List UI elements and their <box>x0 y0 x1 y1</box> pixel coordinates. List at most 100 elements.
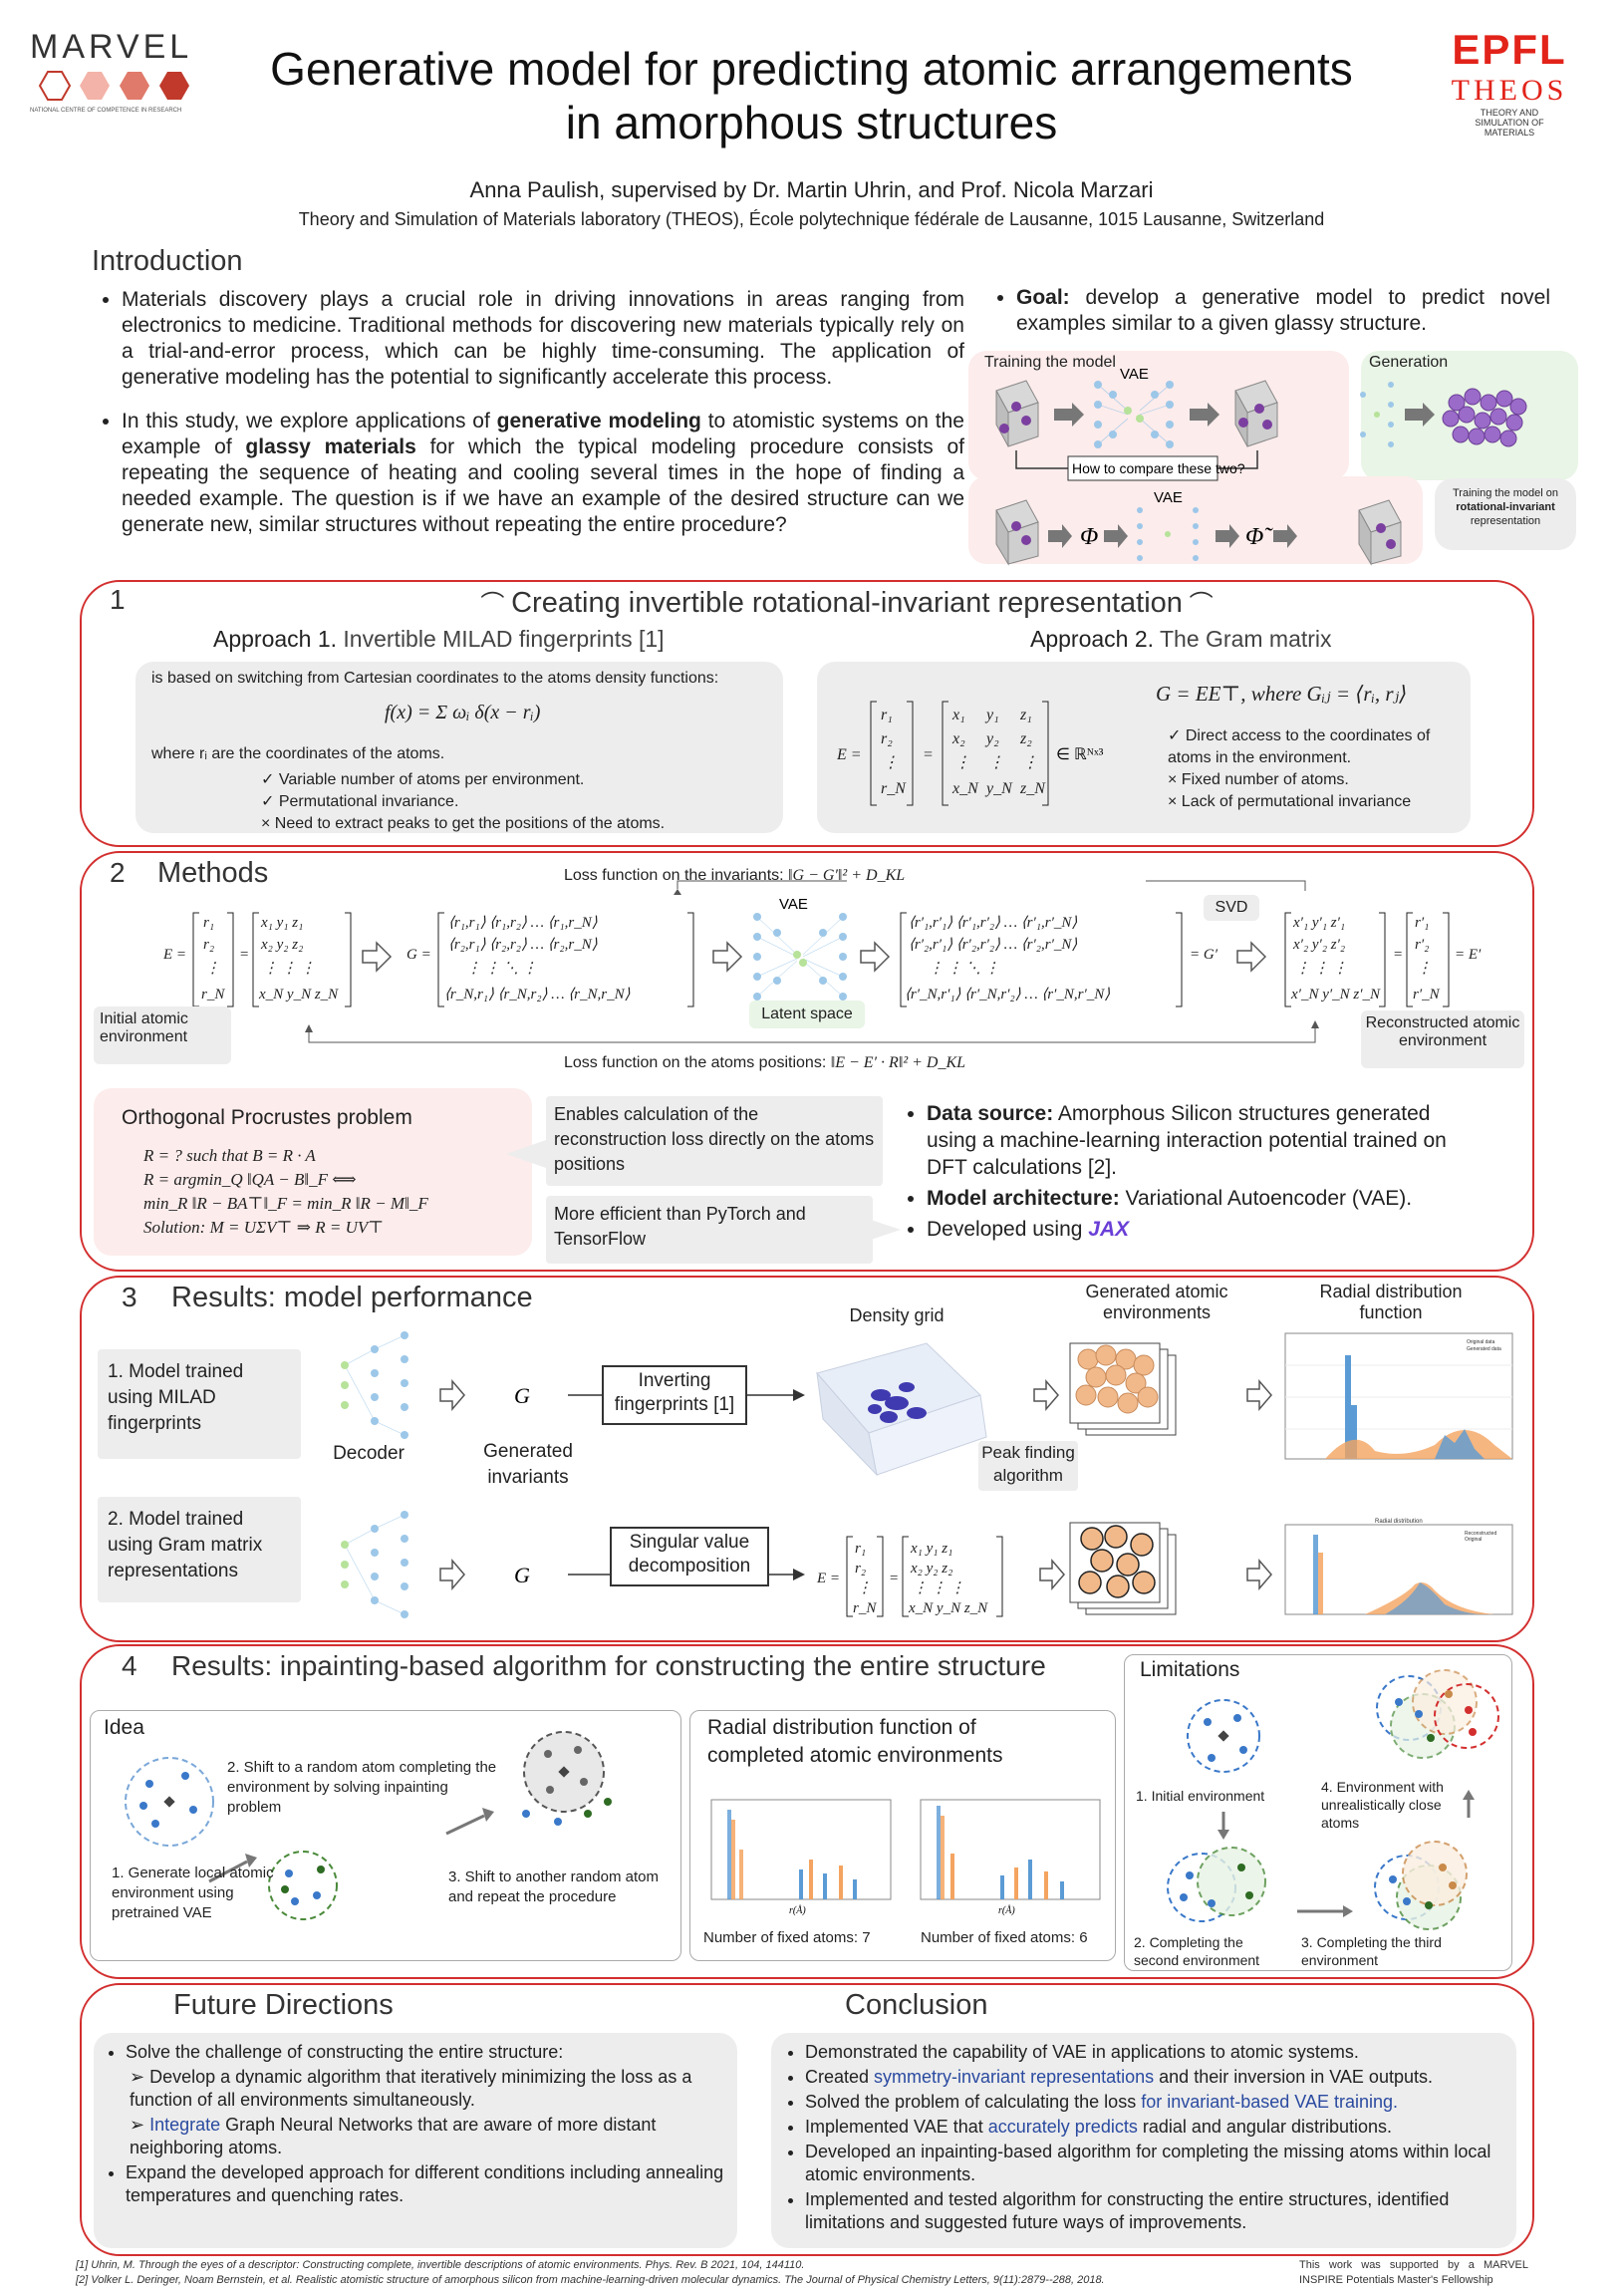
rdf-completed-plots: r(Å) r(Å) <box>710 1799 1101 1916</box>
reconstructed-env-label: Reconstructed atomic environment <box>1361 1010 1524 1068</box>
svg-text:x′₂ y′₂ z′₂: x′₂ y′₂ z′₂ <box>1292 937 1345 953</box>
svg-text:Radial distribution: Radial distribution <box>1375 1519 1423 1525</box>
section-2 <box>80 851 1534 1272</box>
svg-text:⋮: ⋮ <box>988 754 1004 771</box>
svg-text:E =: E = <box>162 947 186 963</box>
svg-text:⋮ ⋮ ⋱: ⋮ ⋮ ⋱ ⋮ <box>929 961 999 977</box>
limitations-panel <box>1124 1654 1512 1971</box>
svg-text:x₂ y₂ z₂: x₂ y₂ z₂ <box>260 937 303 953</box>
idea-step-1: 1. Generate local atomic environment usi… <box>112 1865 274 1921</box>
svd-box: Singular value decomposition <box>610 1527 769 1586</box>
svg-text:r(Å): r(Å) <box>789 1904 806 1916</box>
svg-text:r_N: r_N <box>201 987 225 1003</box>
approach-1-where: where rᵢ are the coordinates of the atom… <box>151 745 445 762</box>
structure-cube-icon <box>995 380 1039 447</box>
idea-diagram <box>125 1731 612 1920</box>
limitation-step-2: 2. Completing the second environment <box>1134 1934 1260 1968</box>
svg-text:x₂ y₂ z₂: x₂ y₂ z₂ <box>910 1561 952 1577</box>
intro-text: Materials discovery plays a crucial role… <box>88 287 964 556</box>
svg-text:r′₁: r′₁ <box>1415 915 1429 931</box>
decoder-label-1: Decoder <box>333 1443 405 1464</box>
svg-text:∈ ℝᴺˣ³: ∈ ℝᴺˣ³ <box>1056 746 1104 763</box>
svg-text:E =: E = <box>837 746 862 763</box>
svg-text:=: = <box>239 947 249 963</box>
svg-text:⟨r_N,r₁⟩ ⟨r_N,r₂⟩ … ⟨r_N,r_N⟩: ⟨r_N,r₁⟩ ⟨r_N,r₂⟩ … ⟨r_N,r_N⟩ <box>444 987 631 1003</box>
procrustes-title: Orthogonal Procrustes problem <box>122 1106 412 1129</box>
procrustes-box <box>94 1088 532 1256</box>
svg-text:=: = <box>1393 947 1403 963</box>
note-efficiency: More efficient than PyTorch and TensorFl… <box>546 1196 873 1264</box>
limitation-step-1: 1. Initial environment <box>1136 1788 1265 1804</box>
section-4 <box>80 1644 1534 1979</box>
svg-text:r_N: r_N <box>853 1600 877 1616</box>
references: [1] Uhrin, M. Through the eyes of a desc… <box>76 2259 1105 2286</box>
svg-text:⋮: ⋮ <box>857 1580 872 1596</box>
svg-text:r₁: r₁ <box>203 915 214 931</box>
svg-text:⋮ ⋮ ⋮: ⋮ ⋮ ⋮ <box>1295 961 1348 977</box>
generated-cluster-icon <box>1442 388 1527 447</box>
vae-label-1: VAE <box>1120 366 1149 383</box>
epfl-logo: EPFL THEOS THEORY AND SIMULATION OF MATE… <box>1451 26 1568 138</box>
support-note: This work was supported by a MARVEL INSP… <box>1299 2259 1528 2286</box>
loss-positions: Loss function on the atoms positions: ‖E… <box>564 1054 966 1071</box>
svg-text:⋮ ⋮ ⋮: ⋮ ⋮ ⋮ <box>913 1580 965 1596</box>
future-directions-box <box>94 2033 737 2248</box>
svg-text:r₁: r₁ <box>855 1541 866 1557</box>
generated-invariants-label: Generated invariants <box>483 1441 573 1488</box>
svg-text:Original: Original <box>1465 1537 1482 1543</box>
initial-env-label: Initial atomic environment <box>94 1006 231 1064</box>
section-2-number: 2 <box>110 857 126 888</box>
svg-text:⟨r′_N,r′₁⟩ ⟨r′_N,r′₂⟩ … ⟨r′_N,: ⟨r′_N,r′₁⟩ ⟨r′_N,r′₂⟩ … ⟨r′_N,r′_N⟩ <box>905 987 1110 1003</box>
methods-info: Data source: Amorphous Silicon structure… <box>903 1100 1481 1247</box>
svg-text:z_N: z_N <box>1019 780 1046 797</box>
idea-title: Idea <box>104 1716 144 1739</box>
svg-text:r₂: r₂ <box>855 1561 866 1577</box>
phi-symbol: Φ <box>1080 524 1098 550</box>
density-grid-plot <box>816 1342 987 1477</box>
callout-arrow-2 <box>865 1218 901 1242</box>
svg-text:= E′: = E′ <box>1455 947 1482 963</box>
svg-text:y₂: y₂ <box>984 730 999 747</box>
svg-text:⋮: ⋮ <box>883 754 899 771</box>
svg-text:⟨r₂,r₁⟩ ⟨r₂,r₂⟩ … ⟨r₂,r_N⟩: ⟨r₂,r₁⟩ ⟨r₂,r₂⟩ … ⟨r₂,r_N⟩ <box>448 937 598 953</box>
phi-panel <box>968 476 1423 564</box>
latent-space-label: Latent space <box>749 1001 865 1028</box>
idea-panel <box>90 1710 681 1961</box>
svg-text:⋮: ⋮ <box>954 754 970 771</box>
structure-cube-icon <box>1358 499 1402 566</box>
svg-text:x₁ y₁ z₁: x₁ y₁ z₁ <box>260 915 303 931</box>
loss-invariants: Loss function on the invariants: ‖G − G′… <box>564 867 906 884</box>
svg-text:x₂: x₂ <box>951 730 965 747</box>
approach-1-list: ✓ Variable number of atoms per environme… <box>261 771 666 832</box>
section-5 <box>80 1983 1534 2256</box>
limitation-step-4: 4. Environment with unrealistically clos… <box>1321 1779 1444 1831</box>
vae-network-icon <box>1097 384 1171 445</box>
note-reconstruction-loss: Enables calculation of the reconstructio… <box>546 1096 883 1186</box>
approach-1-desc: is based on switching from Cartesian coo… <box>151 670 719 687</box>
svg-text:x₁ y₁ z₁: x₁ y₁ z₁ <box>910 1541 952 1557</box>
goal-text: Goal: develop a generative model to pred… <box>992 285 1550 355</box>
rdf-label: Radial distribution function <box>1319 1282 1463 1322</box>
approach-1-heading: Approach 1. Invertible MILAD fingerprint… <box>213 626 665 652</box>
section-3 <box>80 1276 1534 1642</box>
training-label: Training the model <box>984 354 1116 371</box>
density-grid-label: Density grid <box>849 1305 945 1325</box>
section-4-number: 4 <box>122 1650 137 1681</box>
svg-text:⋮: ⋮ <box>1417 961 1432 977</box>
svg-text:z₁: z₁ <box>1019 707 1032 723</box>
svg-text:y_N: y_N <box>984 780 1013 797</box>
approach-2-box <box>817 662 1471 833</box>
svg-text:x_N: x_N <box>951 780 979 797</box>
approach-1-box <box>135 662 783 833</box>
rdf-plot-2: Radial distribution Reconstructed Origin… <box>1284 1519 1513 1615</box>
svg-text:⟨r′₁,r′₁⟩ ⟨r′₁,r′₂⟩ … ⟨r′₁,r′_: ⟨r′₁,r′₁⟩ ⟨r′₁,r′₂⟩ … ⟨r′₁,r′_N⟩ <box>909 915 1077 931</box>
fixed-atoms-7: Number of fixed atoms: 7 <box>703 1929 871 1946</box>
svg-text:r₂: r₂ <box>203 937 214 953</box>
svg-text:r(Å): r(Å) <box>998 1904 1015 1916</box>
results-diagram: G G <box>341 1331 1513 1618</box>
model-2-label: 2. Model trained using Gram matrix repre… <box>98 1497 301 1602</box>
inverting-fingerprints-box: Inverting fingerprints [1] <box>602 1365 747 1425</box>
